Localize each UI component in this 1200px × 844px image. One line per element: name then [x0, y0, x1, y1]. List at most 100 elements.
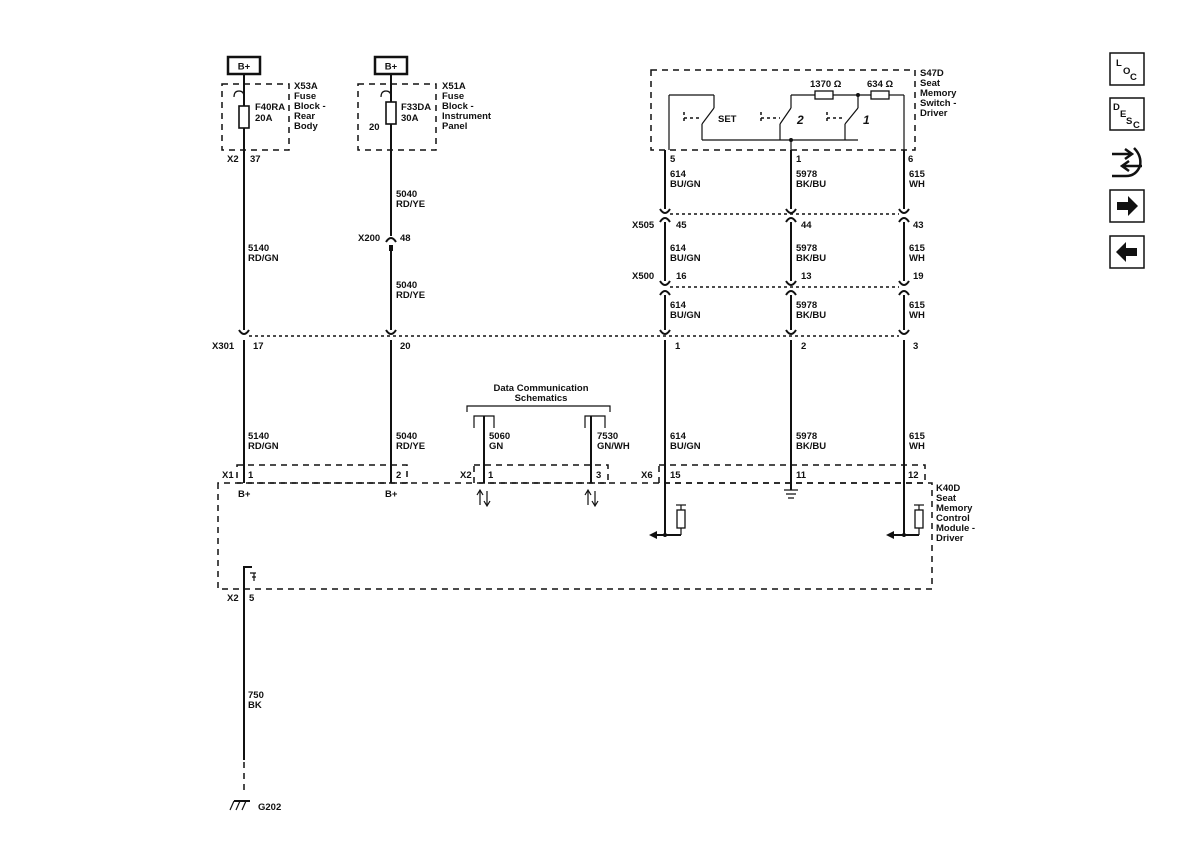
svg-text:45: 45	[676, 220, 687, 231]
svg-text:15: 15	[670, 470, 681, 481]
svg-text:S: S	[1126, 116, 1132, 127]
svg-text:13: 13	[801, 271, 812, 282]
svg-text:19: 19	[913, 271, 924, 282]
svg-text:Memory: Memory	[936, 503, 973, 514]
svg-text:615: 615	[909, 169, 926, 180]
svg-text:BU/GN: BU/GN	[670, 310, 701, 321]
svg-text:RD/GN: RD/GN	[248, 441, 279, 452]
svg-text:RD/YE: RD/YE	[396, 441, 425, 452]
svg-text:2: 2	[396, 470, 401, 481]
svg-text:L: L	[1116, 58, 1122, 69]
svg-text:17: 17	[253, 341, 264, 352]
svg-text:Body: Body	[294, 121, 318, 132]
svg-text:D: D	[1113, 102, 1120, 113]
ground-g202-symbol: G202	[229, 800, 281, 813]
svg-text:5978: 5978	[796, 431, 817, 442]
svg-text:X1: X1	[222, 470, 234, 481]
svg-text:O: O	[1123, 66, 1130, 77]
svg-text:SET: SET	[718, 114, 737, 125]
svg-text:1: 1	[796, 154, 802, 165]
svg-text:37: 37	[250, 154, 261, 165]
svg-text:5140: 5140	[248, 243, 269, 254]
svg-text:C: C	[1130, 72, 1137, 83]
svg-text:2: 2	[801, 341, 806, 352]
svg-text:BK/BU: BK/BU	[796, 441, 826, 452]
b-plus-box-2: B+	[373, 55, 409, 76]
seat-memory-switch: S47D Seat Memory Switch - Driver 1370 Ω …	[650, 68, 957, 165]
svg-text:Driver: Driver	[936, 533, 964, 544]
svg-text:Fuse: Fuse	[442, 91, 464, 102]
svg-text:1: 1	[488, 470, 494, 481]
previous-page-button[interactable]	[1109, 235, 1145, 269]
svg-text:WH: WH	[909, 310, 925, 321]
svg-text:X301: X301	[212, 341, 235, 352]
svg-text:BK/BU: BK/BU	[796, 310, 826, 321]
svg-text:Block -: Block -	[442, 101, 474, 112]
svg-text:F33DA: F33DA	[401, 102, 431, 113]
loc-button[interactable]: L O C	[1109, 52, 1145, 86]
svg-text:48: 48	[400, 233, 411, 244]
fuse-block-ip: F33DA 30A 20 X51A Fuse Block - Instrumen…	[357, 81, 492, 151]
svg-text:E: E	[1120, 109, 1126, 120]
svg-text:Seat: Seat	[920, 78, 941, 89]
arrow-right-icon	[1117, 196, 1138, 216]
desc-button[interactable]: D E S C	[1109, 97, 1145, 131]
svg-text:5: 5	[670, 154, 676, 165]
svg-text:Instrument: Instrument	[442, 111, 492, 122]
svg-text:Control: Control	[936, 513, 970, 524]
svg-text:5040: 5040	[396, 280, 417, 291]
svg-text:5978: 5978	[796, 300, 817, 311]
svg-text:5140: 5140	[248, 431, 269, 442]
b-plus-box-1: B+	[226, 55, 262, 76]
svg-text:Rear: Rear	[294, 111, 315, 122]
svg-text:BU/GN: BU/GN	[670, 179, 701, 190]
svg-text:12: 12	[908, 470, 919, 481]
svg-text:X2: X2	[460, 470, 472, 481]
svg-text:20: 20	[400, 341, 411, 352]
svg-text:GN: GN	[489, 441, 503, 452]
svg-text:1: 1	[248, 470, 254, 481]
svg-text:16: 16	[676, 271, 687, 282]
svg-text:634 Ω: 634 Ω	[867, 79, 893, 90]
svg-text:Module -: Module -	[936, 523, 975, 534]
svg-text:B+: B+	[238, 62, 251, 73]
svg-text:B+: B+	[238, 489, 251, 500]
svg-text:Driver: Driver	[920, 108, 948, 119]
svg-text:614: 614	[670, 431, 687, 442]
svg-text:614: 614	[670, 169, 687, 180]
svg-text:Switch -: Switch -	[920, 98, 956, 109]
svg-text:S47D: S47D	[920, 68, 944, 79]
svg-text:WH: WH	[909, 179, 925, 190]
svg-text:6: 6	[908, 154, 913, 165]
svg-text:5040: 5040	[396, 189, 417, 200]
svg-text:Seat: Seat	[936, 493, 957, 504]
svg-text:750: 750	[248, 690, 264, 701]
svg-text:Schematics: Schematics	[515, 393, 568, 404]
svg-text:5040: 5040	[396, 431, 417, 442]
svg-text:GN/WH: GN/WH	[597, 441, 630, 452]
next-page-button[interactable]	[1109, 189, 1145, 223]
svg-text:X2: X2	[227, 154, 239, 165]
svg-text:RD/YE: RD/YE	[396, 290, 425, 301]
svg-text:X2: X2	[227, 593, 239, 604]
svg-text:44: 44	[801, 220, 812, 231]
svg-text:5: 5	[249, 593, 255, 604]
svg-text:B+: B+	[385, 62, 398, 73]
svg-text:20: 20	[369, 122, 380, 133]
connector-end-view-icon[interactable]	[1112, 147, 1142, 178]
svg-text:7530: 7530	[597, 431, 618, 442]
svg-text:614: 614	[670, 300, 687, 311]
svg-text:G202: G202	[258, 802, 281, 813]
svg-text:BU/GN: BU/GN	[670, 441, 701, 452]
seat-memory-control-module: K40D Seat Memory Control Module - Driver…	[217, 464, 975, 604]
svg-text:B+: B+	[385, 489, 398, 500]
svg-text:5978: 5978	[796, 169, 817, 180]
svg-text:1370 Ω: 1370 Ω	[810, 79, 842, 90]
switch-wires	[659, 150, 910, 535]
resistor-634-symbol	[870, 90, 890, 100]
svg-text:2: 2	[796, 113, 804, 127]
svg-text:X6: X6	[641, 470, 653, 481]
svg-text:615: 615	[909, 243, 926, 254]
svg-text:F40RA: F40RA	[255, 102, 285, 113]
